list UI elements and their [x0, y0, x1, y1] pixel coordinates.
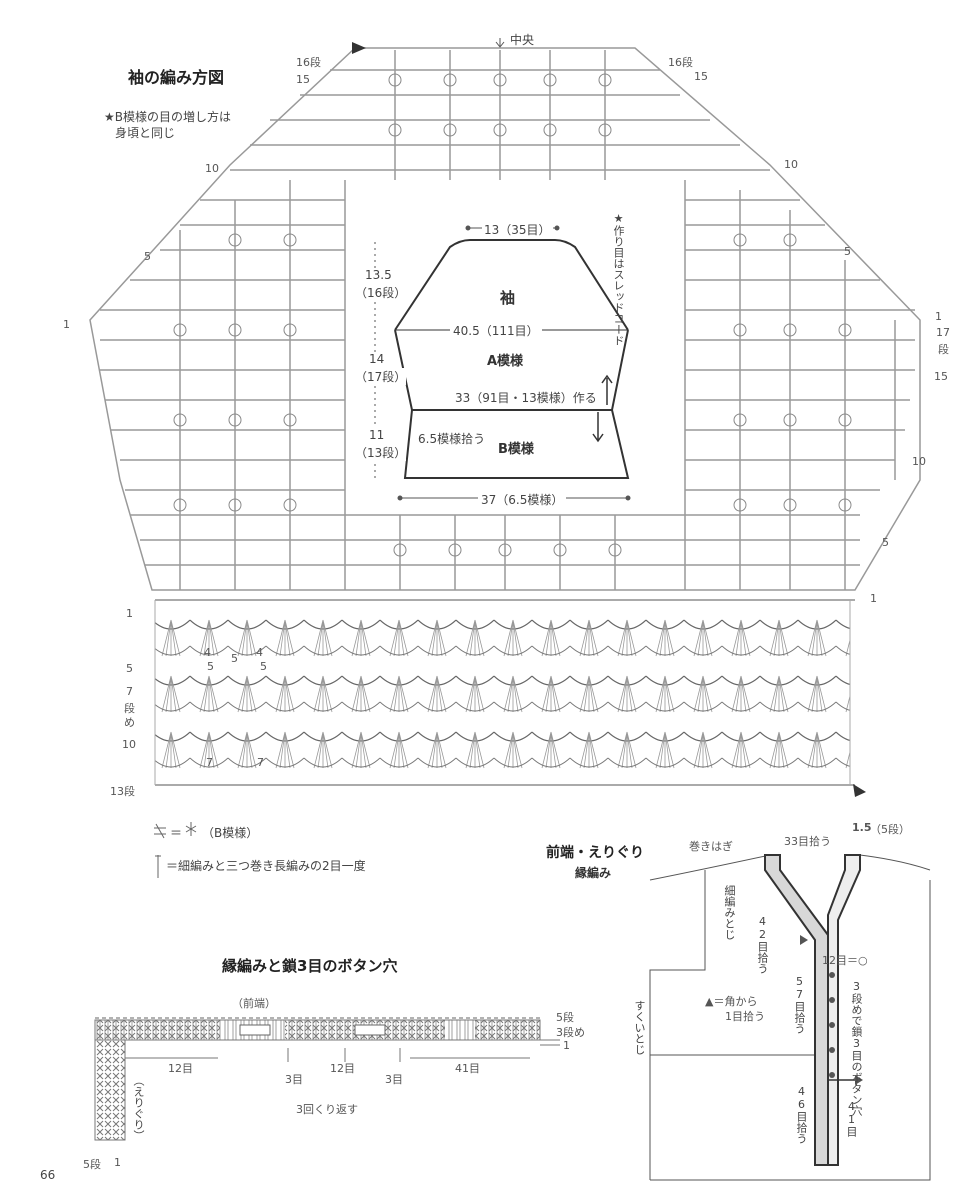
- top-width: 13（35目）: [482, 221, 553, 238]
- count-12a: 12目: [168, 1062, 193, 1075]
- pattern-a-label: A模様: [487, 354, 524, 369]
- bottom-width: 37（6.5模様）: [478, 491, 567, 508]
- legend-b-pattern: （B模様）: [202, 826, 259, 840]
- pick46-label: 46目拾う: [795, 1085, 808, 1144]
- g12-label: 12目＝○: [822, 954, 868, 967]
- cast-on-label: 33（91目・13模様）作る: [452, 389, 600, 406]
- row-label: 5: [882, 536, 889, 549]
- row-label: 17: [936, 326, 950, 339]
- row-label: 15: [296, 73, 310, 86]
- star-note: ★作り目はスレッドコード: [612, 212, 625, 346]
- row-label: 16段: [668, 56, 693, 69]
- saiami-label: 細編みとじ: [723, 885, 736, 940]
- border-row-label: 10: [122, 738, 136, 751]
- left-1-label: 1: [114, 1156, 121, 1169]
- tri-note-1: ▲＝角から: [705, 995, 758, 1008]
- mid-width: 40.5（111目）: [450, 322, 542, 339]
- height-1: 13.5: [365, 268, 392, 282]
- inner-number: 5: [260, 660, 267, 673]
- pattern-b-label: B模様: [498, 442, 534, 457]
- front-edge-label: （前端）: [232, 997, 276, 1010]
- center-label: 中央: [510, 33, 535, 47]
- inner-number: 5: [231, 652, 238, 665]
- buttonhole-band: [94, 1017, 541, 1141]
- pick33-label: 33目拾う: [784, 835, 831, 848]
- row-3-label: 3段め: [556, 1026, 585, 1039]
- legend-line2: ＝細編みと三つ巻き長編みの2目一度: [166, 859, 366, 873]
- height-3-rows: （13段）: [355, 444, 407, 461]
- inner-number: 7: [257, 756, 264, 769]
- count-3b: 3目: [385, 1073, 403, 1086]
- sleeve-chart-outline: [89, 47, 921, 591]
- row-1-label: 1: [563, 1039, 570, 1052]
- border-row-label: 1: [126, 607, 133, 620]
- front-edge-subtitle: 縁編み: [575, 866, 612, 880]
- row-label: 15: [694, 70, 708, 83]
- row-label: 1: [870, 592, 877, 605]
- border-pattern: [154, 599, 855, 786]
- row-label: 10: [784, 158, 798, 171]
- border-row-label: 7: [126, 685, 133, 698]
- row-5-label: 5段: [556, 1011, 574, 1024]
- count-12b: 12目: [330, 1062, 355, 1075]
- inner-number: 7: [206, 756, 213, 769]
- pickup-label: 6.5模様拾う: [418, 432, 486, 446]
- inner-number: 4: [256, 646, 263, 659]
- maki-label: 巻きはぎ: [689, 840, 733, 853]
- sleeve-chart-title: 袖の編み方図: [128, 68, 225, 87]
- count-3a: 3目: [285, 1073, 303, 1086]
- height-2-rows: （17段）: [355, 368, 407, 385]
- page-number: 66: [40, 1168, 56, 1182]
- pick42-label: 42目拾う: [756, 915, 769, 974]
- inner-number: 4: [204, 646, 211, 659]
- border-row-label: 段: [124, 702, 135, 715]
- row-label: 5: [844, 245, 851, 258]
- suku-label: すくいとじ: [633, 1000, 646, 1055]
- buttonhole-title: 縁編みと鎖3目のボタン穴: [222, 957, 398, 975]
- height-2: 14: [369, 352, 385, 366]
- sleeve-note-line2: 身頃と同じ: [115, 126, 176, 140]
- width-15: 1.5: [852, 821, 872, 834]
- row-label: 1: [935, 310, 942, 323]
- count-41: 41目: [455, 1062, 480, 1075]
- legend-equals: ＝: [170, 826, 183, 840]
- row-label: 15: [934, 370, 948, 383]
- border-row-label: め: [124, 716, 135, 729]
- front-edge-title: 前端・えりぐり: [546, 845, 644, 861]
- row-label: 10: [205, 162, 219, 175]
- left-5-label: 5段: [83, 1158, 101, 1171]
- c41-label: 41目: [845, 1100, 858, 1137]
- inner-number: 5: [207, 660, 214, 673]
- sleeve-label: 袖: [500, 289, 516, 307]
- row-label: 16段: [296, 56, 321, 69]
- width-15-rows: （5段）: [870, 823, 910, 836]
- repeat-label: 3回くり返す: [296, 1103, 358, 1116]
- sleeve-note-line1: ★B模様の目の増し方は: [104, 110, 231, 124]
- tri-note-2: 1目拾う: [725, 1010, 765, 1023]
- border-row-label: 5: [126, 662, 133, 675]
- height-3: 11: [369, 428, 385, 442]
- row-label: 10: [912, 455, 926, 468]
- btn-note: 3段めで鎖3目のボタン穴: [850, 980, 863, 1116]
- pick57-label: 57目拾う: [793, 975, 806, 1034]
- row-label: 1: [63, 318, 70, 331]
- height-1-rows: （16段）: [355, 284, 407, 301]
- row-label: 5: [144, 250, 151, 263]
- collar-label: （えりぐり）: [132, 1075, 145, 1141]
- border-row-label: 13段: [110, 785, 135, 798]
- row-label: 段: [938, 343, 949, 356]
